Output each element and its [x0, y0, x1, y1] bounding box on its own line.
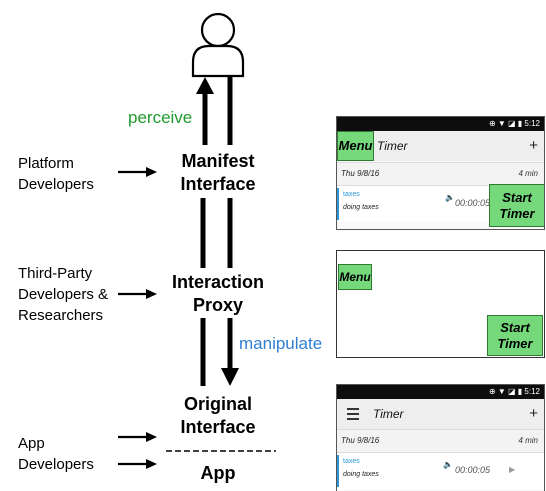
perceive-arrowhead: [196, 77, 214, 94]
volume-icon: 🔈: [443, 460, 453, 469]
button-line: Start: [500, 320, 530, 335]
manifest-screen: ⊕ ▼ ◪ ▮ 5:12 Menu Timer + Thu 9/8/16 4 m…: [336, 116, 545, 230]
play-icon[interactable]: ▶: [509, 465, 516, 474]
entry-tag: taxes: [343, 191, 360, 198]
duration-label: 4 min: [518, 169, 538, 178]
node-line: Interface: [180, 174, 256, 194]
app-title: Timer: [377, 139, 408, 153]
third-party-label: Third-Party Developers & Researchers: [18, 263, 108, 326]
label-line: Researchers: [18, 307, 104, 324]
app-node: App: [200, 463, 236, 483]
original-interface-node: Original Interface: [156, 393, 280, 439]
proxy-screen: Menu Start Timer: [336, 250, 545, 358]
proxy-menu-button[interactable]: Menu: [338, 264, 372, 290]
app-devs-arrow-original: [118, 432, 157, 442]
elapsed-time: 00:00:05: [455, 465, 491, 475]
entry-description: doing taxes: [343, 471, 379, 478]
button-line: Timer: [499, 206, 535, 221]
label-line: Third-Party: [18, 265, 93, 282]
node-line: Interaction: [171, 272, 264, 292]
entry-description: doing taxes: [343, 204, 379, 211]
entry-tag: taxes: [343, 458, 360, 465]
button-line: Timer: [497, 336, 533, 351]
date-label: Thu 9/8/16: [341, 436, 380, 445]
elapsed-time: 00:00:05: [455, 198, 491, 208]
manipulate-label: manipulate: [239, 334, 323, 353]
plus-icon[interactable]: +: [529, 405, 538, 422]
node-line: Proxy: [192, 295, 244, 315]
label-line: Developers: [18, 456, 94, 473]
label-line: Developers &: [18, 286, 109, 303]
status-bar: ⊕ ▼ ◪ ▮ 5:12: [337, 385, 544, 399]
label-line: Platform: [18, 155, 74, 172]
platform-developers-label: Platform Developers: [18, 153, 94, 195]
proxy-start-timer-button[interactable]: Start Timer: [487, 315, 543, 356]
volume-icon: 🔈: [445, 193, 455, 202]
platform-arrow: [118, 167, 157, 177]
app-bar: Menu Timer +: [337, 131, 544, 161]
date-row: Thu 9/8/16 4 min: [337, 429, 544, 453]
menu-icon[interactable]: [347, 408, 359, 423]
app-bar: Timer +: [337, 399, 544, 429]
original-screen: ⊕ ▼ ◪ ▮ 5:12 Timer + Thu 9/8/16 4 min ta…: [336, 384, 545, 491]
node-line: Manifest: [181, 151, 255, 171]
status-bar: ⊕ ▼ ◪ ▮ 5:12: [337, 117, 544, 131]
manipulate-arrowhead: [221, 368, 239, 386]
date-row: Thu 9/8/16 4 min: [337, 162, 544, 186]
duration-label: 4 min: [518, 436, 538, 445]
entry-accent: [337, 455, 339, 487]
button-line: Start: [502, 190, 532, 205]
node-line: Original: [183, 394, 252, 414]
app-title: Timer: [373, 407, 404, 421]
date-label: Thu 9/8/16: [341, 169, 380, 178]
perceive-label: perceive: [128, 108, 193, 127]
entry-accent: [337, 188, 339, 220]
timer-entry[interactable]: taxes doing taxes 🔈 00:00:05 ▶: [337, 453, 544, 489]
third-party-arrow: [118, 289, 157, 299]
label-line: Developers: [18, 176, 94, 193]
label-line: App: [18, 435, 45, 452]
menu-button[interactable]: Menu: [337, 131, 374, 161]
user-icon: [191, 12, 245, 78]
interaction-proxy-node: Interaction Proxy: [150, 271, 286, 317]
start-timer-button[interactable]: Start Timer: [489, 184, 544, 227]
node-line: Interface: [180, 417, 256, 437]
plus-icon[interactable]: +: [529, 137, 538, 154]
manifest-interface-node: Manifest Interface: [156, 150, 280, 196]
app-developers-label: App Developers: [18, 433, 94, 475]
app-devs-arrow-app: [118, 459, 157, 469]
